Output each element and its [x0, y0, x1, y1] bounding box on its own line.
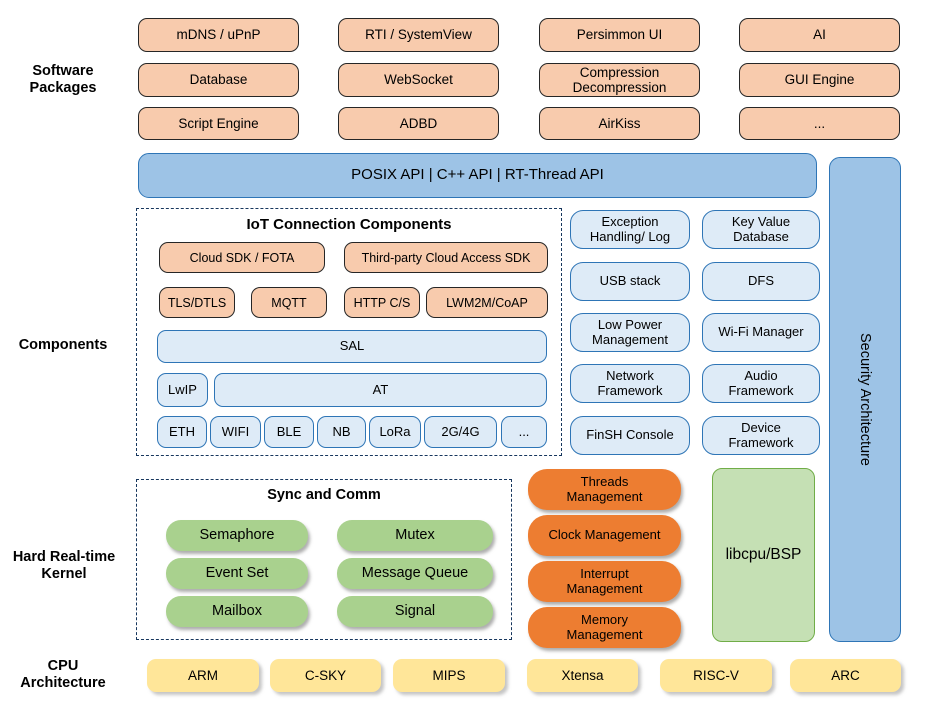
iot-link-nb: NB	[317, 416, 366, 448]
api-bar: POSIX API | C++ API | RT-Thread API	[138, 153, 817, 198]
iot-http-cs: HTTP C/S	[344, 287, 420, 318]
kernel-message-queue: Message Queue	[337, 558, 493, 589]
cpu-arm: ARM	[147, 659, 259, 692]
section-label-cpu-architecture: CPU Architecture	[20, 658, 106, 691]
section-label-hard-real-time-kernel: Hard Real-time Kernel	[12, 549, 116, 582]
service-key-value-database: Key Value Database	[702, 210, 820, 249]
pkg-adbd: ADBD	[338, 107, 499, 140]
kernel-threads-management: Threads Management	[528, 469, 681, 510]
cpu-arc: ARC	[790, 659, 901, 692]
kernel-mutex: Mutex	[337, 520, 493, 551]
section-label-components: Components	[18, 336, 108, 353]
service-network-framework: Network Framework	[570, 364, 690, 403]
iot-lwm2m-coap: LWM2M/CoAP	[426, 287, 548, 318]
pkg-websocket: WebSocket	[338, 63, 499, 97]
kernel-event-set: Event Set	[166, 558, 308, 589]
service-finsh-console: FinSH Console	[570, 416, 690, 455]
pkg-more: ...	[739, 107, 900, 140]
iot-link-ble: BLE	[264, 416, 314, 448]
iot-link-2g4g: 2G/4G	[424, 416, 497, 448]
pkg-compression-decompression: Compression Decompression	[539, 63, 700, 97]
iot-link-eth: ETH	[157, 416, 207, 448]
iot-link-more: ...	[501, 416, 547, 448]
libcpu-bsp-box: libcpu/BSP	[712, 468, 815, 642]
pkg-gui-engine: GUI Engine	[739, 63, 900, 97]
pkg-persimmon-ui: Persimmon UI	[539, 18, 700, 52]
pkg-airkiss: AirKiss	[539, 107, 700, 140]
cpu-xtensa: Xtensa	[527, 659, 638, 692]
service-low-power-management: Low Power Management	[570, 313, 690, 352]
pkg-ai: AI	[739, 18, 900, 52]
cpu-mips: MIPS	[393, 659, 505, 692]
iot-connection-components-title: IoT Connection Components	[246, 216, 452, 233]
pkg-rti-systemview: RTI / SystemView	[338, 18, 499, 52]
iot-tls-dtls: TLS/DTLS	[159, 287, 235, 318]
iot-third-party-cloud-access-sdk: Third-party Cloud Access SDK	[344, 242, 548, 273]
pkg-mdns-upnp: mDNS / uPnP	[138, 18, 299, 52]
kernel-interrupt-management: Interrupt Management	[528, 561, 681, 602]
iot-at-layer: AT	[214, 373, 547, 407]
service-device-framework: Device Framework	[702, 416, 820, 455]
service-dfs: DFS	[702, 262, 820, 301]
service-audio-framework: Audio Framework	[702, 364, 820, 403]
kernel-memory-management: Memory Management	[528, 607, 681, 648]
iot-mqtt: MQTT	[251, 287, 327, 318]
security-architecture-bar: Security Architecture	[829, 157, 901, 642]
iot-cloud-sdk-fota: Cloud SDK / FOTA	[159, 242, 325, 273]
service-usb-stack: USB stack	[570, 262, 690, 301]
section-label-software-packages: Software Packages	[29, 63, 97, 96]
kernel-semaphore: Semaphore	[166, 520, 308, 551]
iot-sal-layer: SAL	[157, 330, 547, 363]
pkg-database: Database	[138, 63, 299, 97]
kernel-mailbox: Mailbox	[166, 596, 308, 627]
cpu-c-sky: C-SKY	[270, 659, 381, 692]
sync-and-comm-box: Sync and Comm Semaphore Mutex Event Set …	[136, 479, 512, 640]
kernel-clock-management: Clock Management	[528, 515, 681, 556]
service-exception-handling-log: Exception Handling/ Log	[570, 210, 690, 249]
service-wifi-manager: Wi-Fi Manager	[702, 313, 820, 352]
pkg-script-engine: Script Engine	[138, 107, 299, 140]
iot-link-lora: LoRa	[369, 416, 421, 448]
kernel-signal: Signal	[337, 596, 493, 627]
iot-link-wifi: WIFI	[210, 416, 261, 448]
iot-connection-components-box: IoT Connection Components Cloud SDK / FO…	[136, 208, 562, 456]
sync-and-comm-title: Sync and Comm	[267, 487, 381, 503]
cpu-risc-v: RISC-V	[660, 659, 772, 692]
iot-lwip: LwIP	[157, 373, 208, 407]
